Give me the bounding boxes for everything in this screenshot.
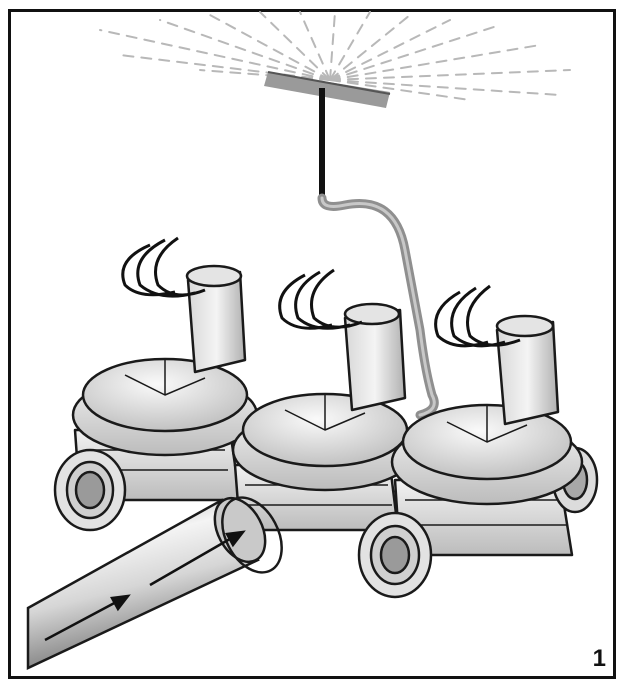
sprinkler-head	[264, 71, 391, 108]
valve-right	[357, 284, 599, 599]
valve-middle	[231, 268, 419, 532]
inlet-pipe	[26, 496, 283, 670]
valve-left	[53, 236, 259, 532]
flow-arrows	[44, 530, 246, 642]
figure-number: 1	[592, 645, 606, 672]
